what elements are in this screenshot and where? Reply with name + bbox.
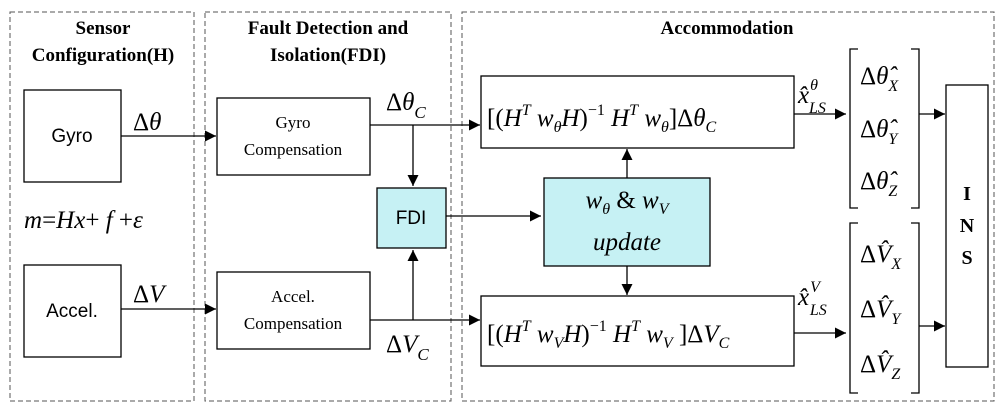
weight-update-block (543, 177, 711, 267)
ins-block (945, 84, 989, 368)
delta-theta-label: Δθ (133, 109, 161, 136)
ins-letter-n: N (960, 215, 975, 237)
gyro-compensation-label-line1: Gyro (276, 113, 311, 132)
gyro-compensation-label-line2: Compensation (244, 140, 343, 159)
fdi-label: FDI (396, 208, 427, 229)
fdi-heading-line2: Isolation(FDI) (270, 45, 386, 66)
accel-label: Accel. (46, 301, 98, 322)
ins-letter-i: I (963, 183, 971, 205)
v-vector-left-bracket (849, 222, 858, 394)
v-x-estimate: ΔV̂X (860, 240, 902, 273)
delta-v-label: ΔV (133, 281, 167, 308)
v-z-estimate: ΔV̂Z (860, 350, 901, 383)
theta-z-estimate: Δθ̂Z (860, 168, 898, 200)
accel-block (23, 264, 122, 358)
gyro-compensation-block (216, 97, 371, 176)
accel-compensation-block (216, 271, 371, 350)
gyro-block (23, 89, 122, 183)
measurement-model-equation: m=Hx+ f +ε (24, 207, 143, 234)
gyro-label: Gyro (51, 126, 92, 147)
gyro-ls-block (480, 75, 795, 149)
fdi-heading-line1: Fault Detection and (248, 18, 409, 39)
accel-ls-block (480, 295, 795, 367)
fdi-section (204, 11, 452, 402)
ins-letter-s: S (961, 247, 972, 269)
accommodation-section (461, 11, 995, 402)
theta-x-estimate: Δθ̂X (860, 63, 899, 95)
theta-y-estimate: Δθ̂Y (860, 116, 899, 148)
fdi-block (376, 187, 447, 249)
accel-compensation-label-line2: Compensation (244, 314, 343, 333)
accommodation-heading: Accommodation (661, 18, 794, 39)
theta-vector-right-bracket (911, 48, 920, 209)
v-y-estimate: ΔV̂Y (860, 295, 902, 328)
sensor-heading-line2: Configuration(H) (32, 45, 175, 66)
sensor-heading-line1: Sensor (76, 18, 131, 39)
accel-compensation-label-line1: Accel. (271, 287, 315, 306)
v-vector-right-bracket (911, 222, 920, 394)
delta-v-c-label: ΔVC (386, 331, 429, 364)
weight-update-label: update (593, 229, 661, 256)
weight-update-formula: wθ & wV (586, 187, 671, 218)
theta-vector-left-bracket (849, 48, 858, 209)
delta-theta-c-label: ΔθC (386, 89, 426, 122)
sensor-configuration-section (9, 11, 195, 402)
